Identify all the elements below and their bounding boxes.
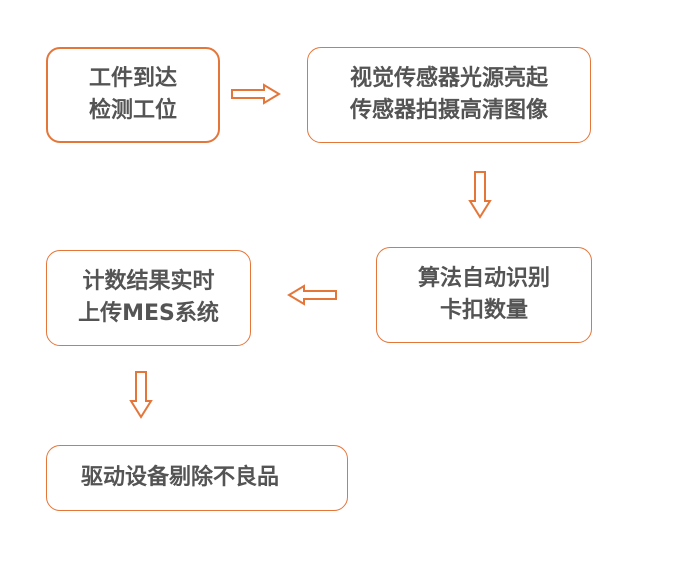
flow-step-upload-mes: 计数结果实时 上传MES系统 <box>46 250 251 346</box>
step-2-line-1: 视觉传感器光源亮起 <box>349 66 548 91</box>
step-3-line-1: 算法自动识别 <box>417 266 550 291</box>
arrow-left-icon <box>287 284 337 306</box>
arrow-right-icon <box>231 83 281 105</box>
flow-step-reject-defects: 驱动设备剔除不良品 <box>46 445 348 511</box>
step-1-line-1: 工件到达 <box>88 66 177 91</box>
step-2-line-2: 传感器拍摄高清图像 <box>349 98 548 123</box>
flow-step-workpiece-arrives: 工件到达 检测工位 <box>46 47 220 143</box>
step-1-line-2: 检测工位 <box>88 98 177 123</box>
step-3-line-2: 卡扣数量 <box>439 298 528 323</box>
flow-step-algorithm-recognition: 算法自动识别 卡扣数量 <box>376 247 592 343</box>
arrow-down-icon <box>468 171 492 219</box>
step-4-line-1: 计数结果实时 <box>82 269 215 294</box>
step-5-line-1: 驱动设备剔除不良品 <box>81 465 280 490</box>
flow-step-sensor-capture: 视觉传感器光源亮起 传感器拍摄高清图像 <box>307 47 591 143</box>
step-4-line-2: 上传MES系统 <box>78 301 219 326</box>
arrow-down-icon <box>129 371 153 419</box>
